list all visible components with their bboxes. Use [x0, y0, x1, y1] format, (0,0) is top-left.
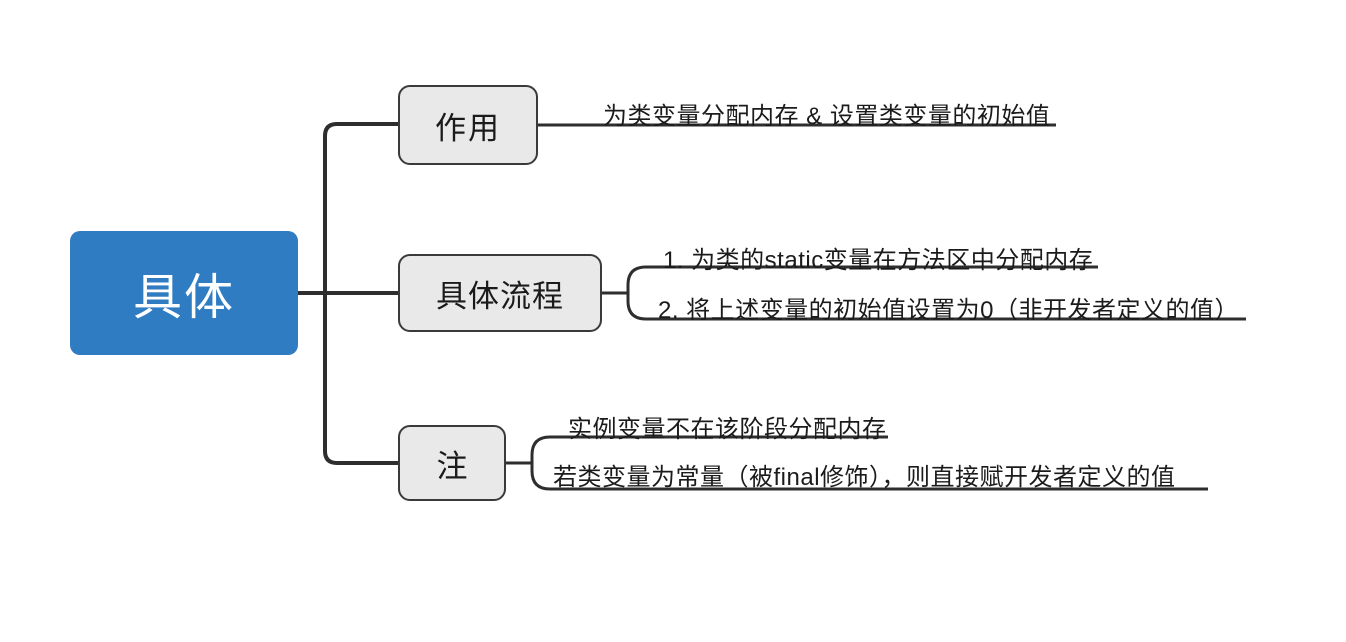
leaf-effect-1[interactable]: 为类变量分配内存 & 设置类变量的初始值: [603, 103, 1051, 130]
leaf-flow-1[interactable]: 1. 为类的static变量在方法区中分配内存: [663, 247, 1094, 274]
branch-node-effect[interactable]: 作用: [398, 85, 538, 165]
root-node[interactable]: 具体: [70, 231, 298, 355]
branch-node-flow[interactable]: 具体流程: [398, 254, 602, 332]
leaf-note-2[interactable]: 若类变量为常量（被final修饰），则直接赋开发者定义的值: [553, 464, 1176, 491]
connector-trunk-bottom: [323, 293, 398, 465]
branch-node-note[interactable]: 注: [398, 425, 506, 501]
connector-trunk-top: [323, 122, 398, 293]
leaf-flow-2[interactable]: 2. 将上述变量的初始值设置为0（非开发者定义的值）: [658, 297, 1240, 324]
leaf-note-1[interactable]: 实例变量不在该阶段分配内存: [568, 416, 887, 443]
